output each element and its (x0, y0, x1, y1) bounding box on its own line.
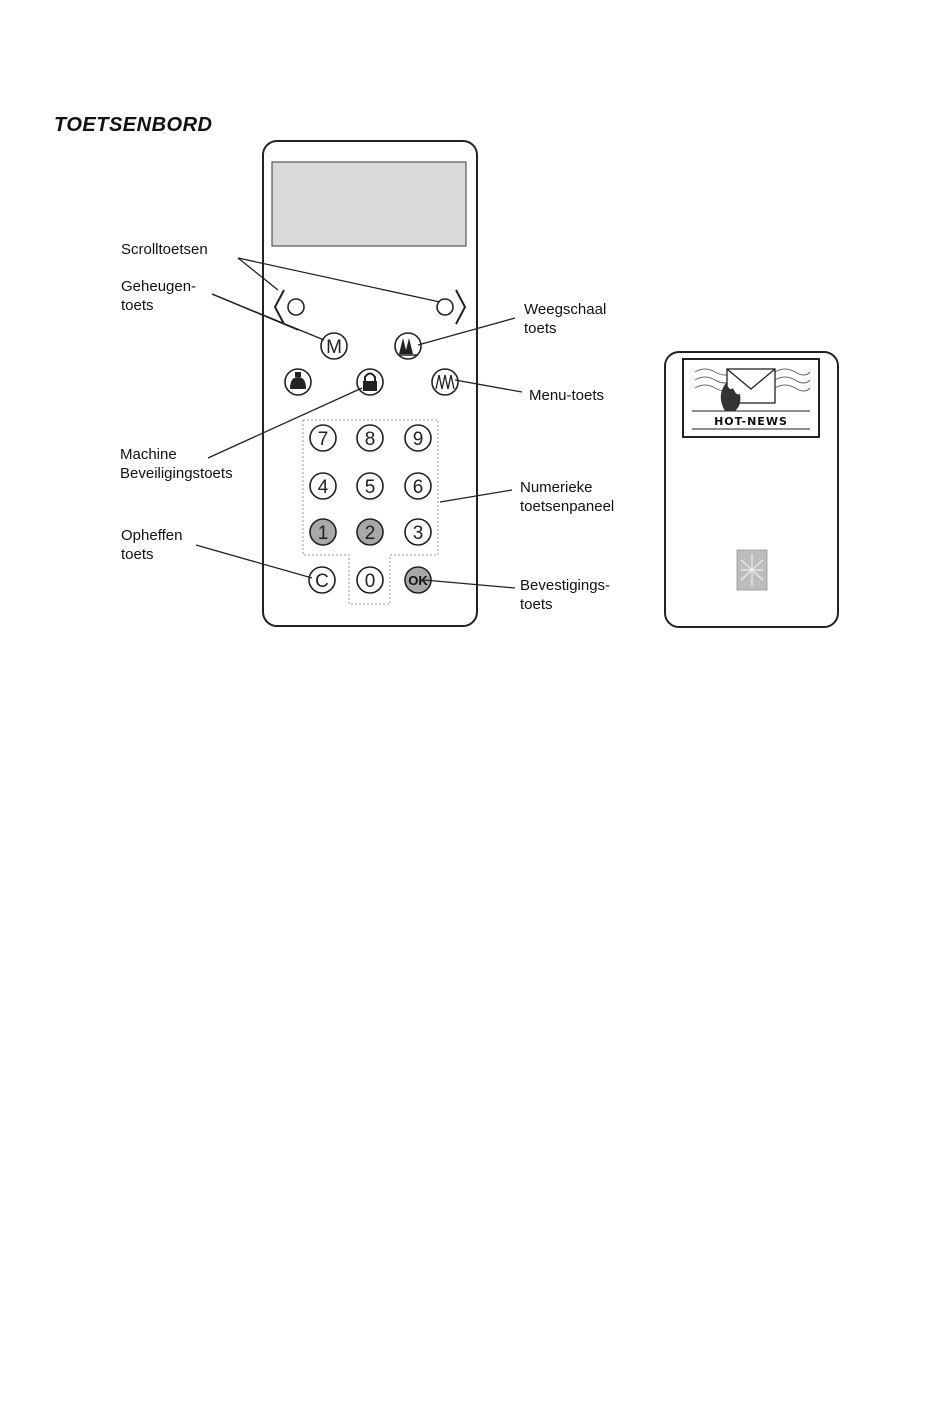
label-clear-key: Opheffen toets (121, 526, 182, 564)
lock-key (357, 369, 383, 395)
digit-key-2: 2 (357, 519, 383, 545)
svg-text:7: 7 (318, 429, 329, 450)
digit-key-7: 7 (310, 425, 336, 451)
svg-text:5: 5 (365, 477, 376, 498)
digit-key-9: 9 (405, 425, 431, 451)
digit-key-3: 3 (405, 519, 431, 545)
digit-key-1: 1 (310, 519, 336, 545)
digit-key-8: 8 (357, 425, 383, 451)
svg-text:4: 4 (318, 477, 329, 498)
label-confirm-key: Bevestigings- toets (520, 576, 610, 614)
label-scale-key: Weegschaal toets (524, 300, 606, 338)
card-logo-text: HOT-NEWS (714, 415, 788, 428)
svg-text:8: 8 (365, 429, 376, 450)
label-menu-key: Menu-toets (529, 386, 604, 405)
svg-text:1: 1 (318, 523, 329, 544)
label-scroll-keys: Scrolltoetsen (121, 240, 208, 259)
postage-key (285, 369, 311, 395)
scale-key (395, 333, 421, 359)
label-memory-key: Geheugen- toets (121, 277, 196, 315)
svg-text:9: 9 (413, 429, 424, 450)
svg-text:6: 6 (413, 477, 424, 498)
label-numeric-panel: Numerieke toetsenpaneel (520, 478, 614, 516)
svg-text:0: 0 (365, 571, 376, 592)
digit-key-0: 0 (357, 567, 383, 593)
digit-key-5: 5 (357, 473, 383, 499)
svg-text:3: 3 (413, 523, 424, 544)
memory-key-label: M (326, 337, 342, 358)
digit-key-6: 6 (405, 473, 431, 499)
label-security-key: Machine Beveiligingstoets (120, 445, 233, 483)
svg-text:C: C (315, 571, 329, 592)
clear-key: C (309, 567, 335, 593)
digit-key-4: 4 (310, 473, 336, 499)
card-chip (737, 550, 767, 590)
display-screen (272, 162, 466, 246)
menu-key (432, 369, 458, 395)
memory-key: M (321, 333, 347, 359)
svg-text:2: 2 (365, 523, 376, 544)
